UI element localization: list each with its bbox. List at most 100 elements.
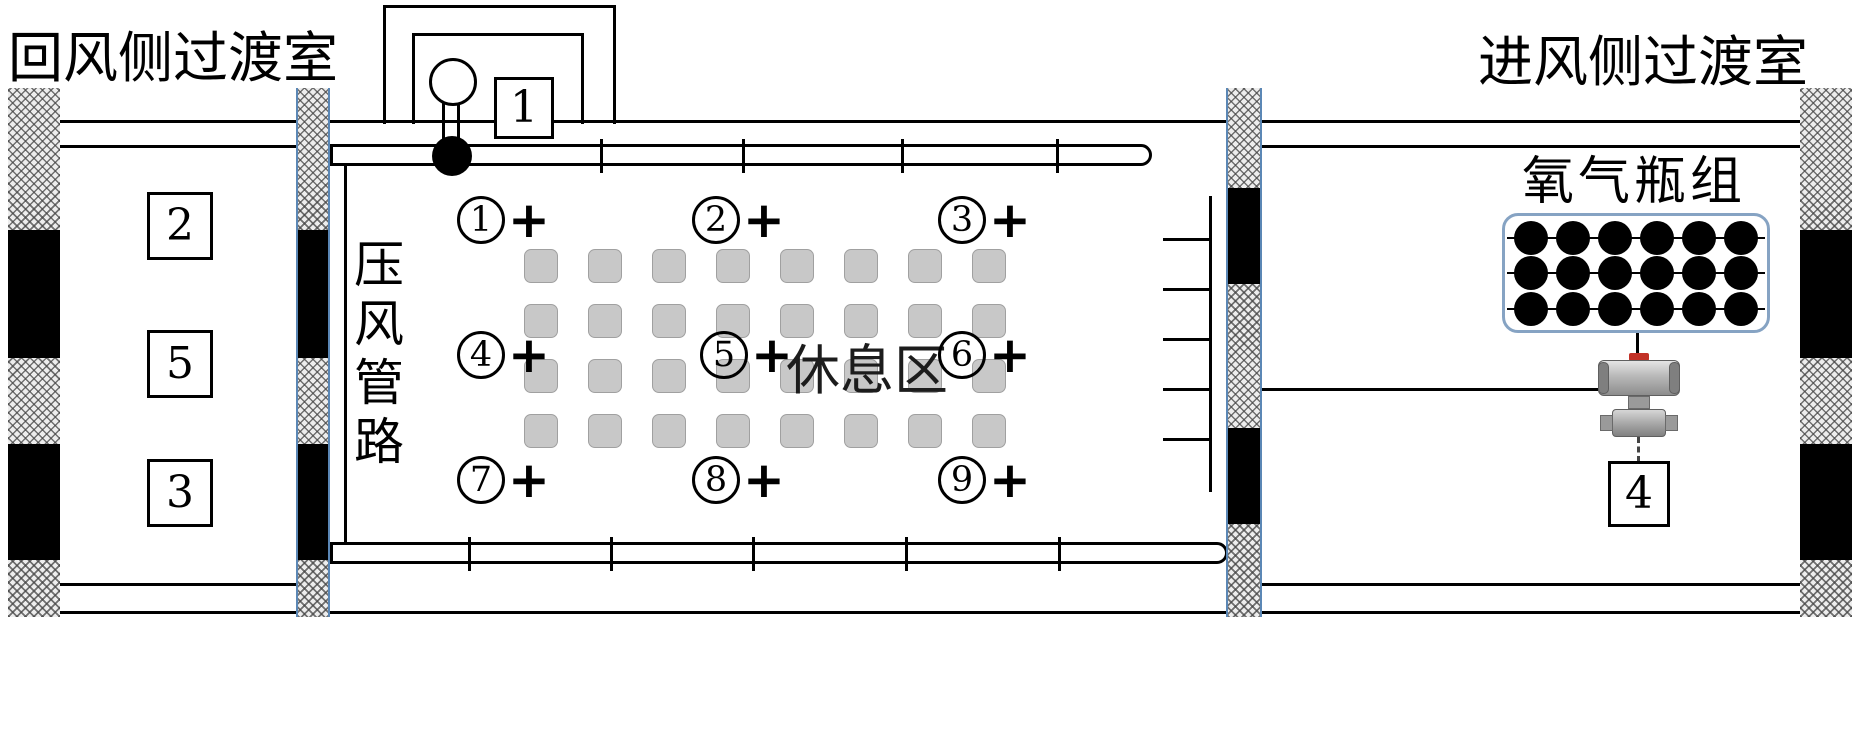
plus-marker: +	[508, 326, 550, 384]
seat	[588, 414, 622, 448]
point-number: 2	[704, 199, 728, 240]
seat	[780, 304, 814, 338]
wall-sealed-segment	[1800, 230, 1852, 358]
pipe-joint-tick	[600, 139, 603, 173]
equipment-box-5: 5	[147, 330, 213, 398]
equipment-box-5-label: 5	[166, 338, 194, 389]
seat	[652, 249, 686, 283]
measurement-point-7: 7 +	[457, 451, 550, 509]
seat	[780, 414, 814, 448]
inlet-air-chamber-label: 进风侧过渡室	[1478, 30, 1809, 94]
main-chamber-left-wall-line	[344, 166, 347, 543]
wall-sealed-segment	[1228, 188, 1260, 284]
pipe-joint-tick	[1058, 537, 1061, 571]
seat	[716, 414, 750, 448]
valve-box4-dashed-line	[1637, 437, 1640, 462]
valve-side-stub	[1665, 415, 1678, 431]
point-number: 3	[950, 199, 974, 240]
plus-marker: +	[508, 191, 550, 249]
plus-marker: +	[989, 451, 1031, 509]
manifold-branch-tick	[1163, 288, 1210, 291]
wall-sealed-segment	[298, 230, 328, 358]
oxygen-bottle-icon	[1640, 220, 1674, 255]
valve-actuator-cap	[1598, 362, 1609, 394]
oxygen-valve-connector-line	[1636, 331, 1639, 360]
manifold-branch-tick	[1163, 388, 1210, 391]
plus-marker: +	[743, 451, 785, 509]
pipe-joint-tick	[752, 537, 755, 571]
seat	[780, 249, 814, 283]
wall-sealed-segment	[298, 444, 328, 560]
plus-marker: +	[751, 326, 793, 384]
valve-actuator-cap	[1669, 362, 1680, 394]
oxygen-bottle-row	[1507, 256, 1765, 290]
wall-sealed-segment	[1800, 444, 1852, 560]
wall-sealed-segment	[8, 444, 60, 560]
seat	[524, 249, 558, 283]
plus-marker: +	[989, 326, 1031, 384]
seat	[588, 249, 622, 283]
point-circle: 6	[938, 331, 986, 379]
seat	[972, 249, 1006, 283]
point-circle: 3	[938, 196, 986, 244]
plus-marker: +	[743, 191, 785, 249]
seat	[652, 359, 686, 393]
equipment-box-1-label: 1	[510, 82, 538, 133]
wall-left-inner	[296, 88, 330, 617]
seat	[908, 359, 942, 393]
manifold-branch-tick	[1163, 438, 1210, 441]
seat	[652, 304, 686, 338]
oxygen-bottle-row	[1507, 220, 1765, 255]
point-number: 4	[469, 334, 493, 375]
point-circle: 4	[457, 331, 505, 379]
seat	[524, 359, 558, 393]
measurement-point-4: 4 +	[457, 326, 550, 384]
pipe-joint-tick	[742, 139, 745, 173]
equipment-box-4-label: 4	[1625, 468, 1653, 519]
oxygen-bottle-icon	[1682, 291, 1716, 326]
seat	[524, 414, 558, 448]
corridor-bottom-outer-line	[8, 611, 1852, 614]
point-circle: 2	[692, 196, 740, 244]
wall-far-right	[1800, 88, 1852, 617]
oxygen-supply-line	[1240, 388, 1600, 391]
gauge-dial-icon	[429, 58, 477, 106]
measurement-point-9: 9 +	[938, 451, 1031, 509]
point-number: 1	[469, 199, 493, 240]
right-chamber-bottom-inner-line	[1262, 583, 1800, 586]
return-air-chamber-label: 回风侧过渡室	[8, 26, 339, 90]
wall-sealed-segment	[1228, 428, 1260, 524]
top-air-pipe	[330, 144, 1152, 166]
measurement-point-1: 1 +	[457, 191, 550, 249]
compressed-air-pipe-label: 压风管路	[346, 238, 404, 474]
seat-grid	[524, 249, 1006, 448]
seat	[588, 304, 622, 338]
manifold-line	[1209, 196, 1212, 492]
seat	[972, 304, 1006, 338]
point-circle: 7	[457, 456, 505, 504]
oxygen-bottle-icon	[1556, 291, 1590, 326]
gauge-stem	[442, 100, 460, 142]
pipe-joint-tick	[901, 139, 904, 173]
equipment-box-3-label: 3	[166, 467, 194, 518]
seat	[844, 414, 878, 448]
seat	[844, 304, 878, 338]
seat	[844, 359, 878, 393]
oxygen-bottle-icon	[1514, 256, 1548, 290]
seat	[524, 304, 558, 338]
valve-indicator-icon	[1629, 353, 1649, 361]
right-chamber-top-inner-line	[1262, 145, 1800, 148]
seat	[780, 359, 814, 393]
seat	[844, 249, 878, 283]
oxygen-bottle-icon	[1682, 220, 1716, 255]
valve-side-stub	[1600, 415, 1613, 431]
pipe-joint-tick	[905, 537, 908, 571]
measurement-point-3: 3 +	[938, 195, 1031, 245]
point-number: 5	[712, 334, 736, 375]
plus-marker: +	[508, 451, 550, 509]
oxygen-bottle-icon	[1514, 291, 1548, 326]
oxygen-bottle-icon	[1640, 291, 1674, 326]
seat	[652, 414, 686, 448]
point-number: 7	[469, 459, 493, 500]
